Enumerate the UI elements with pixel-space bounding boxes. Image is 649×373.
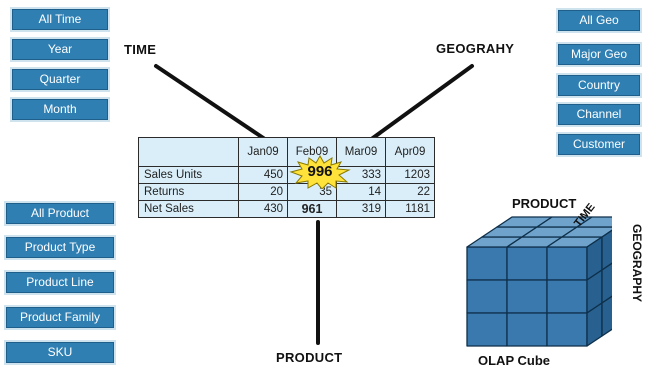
table-row: Sales Units 450 333 1203 xyxy=(138,166,435,184)
table-cell: 319 xyxy=(336,200,386,218)
cube-front-cell xyxy=(466,246,508,281)
time-hierarchy-quarter: Quarter xyxy=(12,69,108,90)
table-corner-cell xyxy=(138,137,239,167)
row-label-net-sales: Net Sales xyxy=(138,200,239,218)
cube-caption: OLAP Cube xyxy=(478,353,550,368)
cube-front-cell xyxy=(546,246,588,281)
product-hierarchy-product-line: Product Line xyxy=(6,272,114,293)
geography-dimension-label: GEOGRAHY xyxy=(436,41,515,56)
intersection-star-icon xyxy=(289,155,351,189)
row-label-returns: Returns xyxy=(138,183,239,201)
table-row: Net Sales 430 961 319 1181 xyxy=(138,200,435,218)
geo-hierarchy-country: Country xyxy=(558,75,640,96)
row-label-sales-units: Sales Units xyxy=(138,166,239,184)
cube-front-cell xyxy=(506,246,548,281)
geo-hierarchy-major-geo: Major Geo xyxy=(558,44,640,65)
product-dimension-label: PRODUCT xyxy=(276,350,343,365)
time-hierarchy-month: Month xyxy=(12,99,108,120)
cube-side-label: GEOGRAPHY xyxy=(630,224,644,303)
cube-front-cell xyxy=(506,312,548,347)
table-cell: 430 xyxy=(238,200,288,218)
table-row: Returns 20 35 14 22 xyxy=(138,183,435,201)
table-cell: 450 xyxy=(238,166,288,184)
product-hierarchy-product-type: Product Type xyxy=(6,237,114,258)
product-hierarchy-product-family: Product Family xyxy=(6,307,114,328)
product-hierarchy-all-product: All Product xyxy=(6,203,114,224)
table-cell-bold: 961 xyxy=(287,200,337,218)
table-cell: 1181 xyxy=(385,200,435,218)
table-cell: 1203 xyxy=(385,166,435,184)
cube-side-cell xyxy=(601,295,612,337)
column-header-mar09: Mar09 xyxy=(336,137,386,167)
cube-side-cell xyxy=(601,229,612,271)
geo-hierarchy-customer: Customer xyxy=(558,134,640,155)
cube-side-cell xyxy=(601,262,612,304)
time-hierarchy-year: Year xyxy=(12,39,108,60)
time-dimension-label: TIME xyxy=(124,42,157,57)
column-header-jan09: Jan09 xyxy=(238,137,288,167)
table-header-row: Jan09 Feb09 Mar09 Apr09 xyxy=(138,137,435,167)
highlighted-cell-value: 996 xyxy=(307,163,333,180)
geo-hierarchy-all-geo: All Geo xyxy=(558,10,640,31)
cube-top-cell xyxy=(561,226,612,238)
product-hierarchy-sku: SKU xyxy=(6,342,114,363)
cube-front-cell xyxy=(466,279,508,314)
cube-front-cell xyxy=(546,279,588,314)
sales-data-table: Jan09 Feb09 Mar09 Apr09 Sales Units 450 … xyxy=(138,137,435,218)
cube-front-cell xyxy=(466,312,508,347)
cube-top-label: PRODUCT xyxy=(512,196,577,211)
geo-hierarchy-channel: Channel xyxy=(558,104,640,125)
table-cell: 22 xyxy=(385,183,435,201)
olap-cube-icon xyxy=(466,216,612,347)
table-cell: 20 xyxy=(238,183,288,201)
cube-front-cell xyxy=(506,279,548,314)
cube-front-cell xyxy=(546,312,588,347)
column-header-apr09: Apr09 xyxy=(385,137,435,167)
time-hierarchy-all-time: All Time xyxy=(12,9,108,30)
cube-top-cell xyxy=(576,216,612,228)
